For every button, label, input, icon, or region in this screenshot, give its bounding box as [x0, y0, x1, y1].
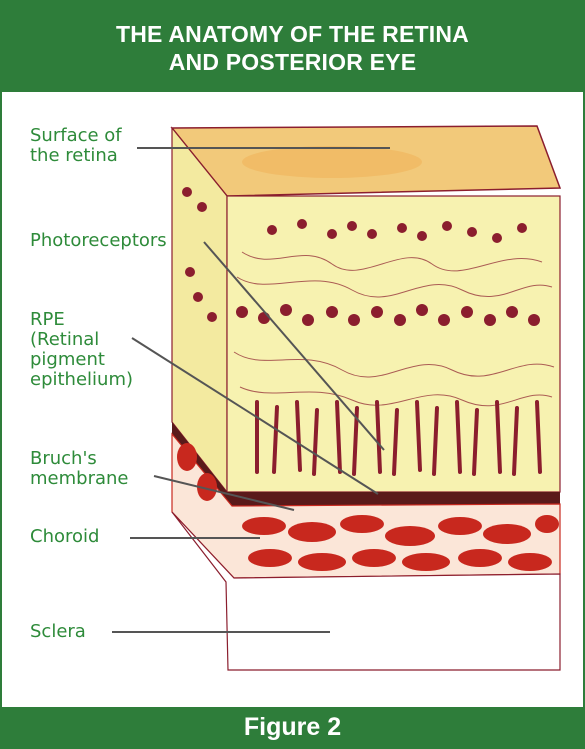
label-bruch-line-2: membrane: [30, 469, 128, 489]
label-bruchs-membrane: Bruch's membrane: [30, 449, 128, 489]
label-rpe-line-4: epithelium): [30, 370, 133, 390]
label-sclera: Sclera: [30, 622, 86, 642]
label-bruch-line-1: Bruch's: [30, 449, 128, 469]
label-choroid: Choroid: [30, 527, 99, 547]
label-rpe-line-1: RPE: [30, 310, 133, 330]
label-surface-line-1: Surface of: [30, 126, 122, 146]
surface-highlight: [242, 146, 422, 178]
label-rpe-line-2: (Retinal: [30, 330, 133, 350]
label-photoreceptors: Photoreceptors: [30, 231, 167, 251]
label-rpe: RPE (Retinal pigment epithelium): [30, 310, 133, 390]
label-surface-of-retina: Surface of the retina: [30, 126, 122, 166]
label-rpe-line-3: pigment: [30, 350, 133, 370]
label-surface-line-2: the retina: [30, 146, 122, 166]
figure-caption: Figure 2: [2, 707, 583, 747]
